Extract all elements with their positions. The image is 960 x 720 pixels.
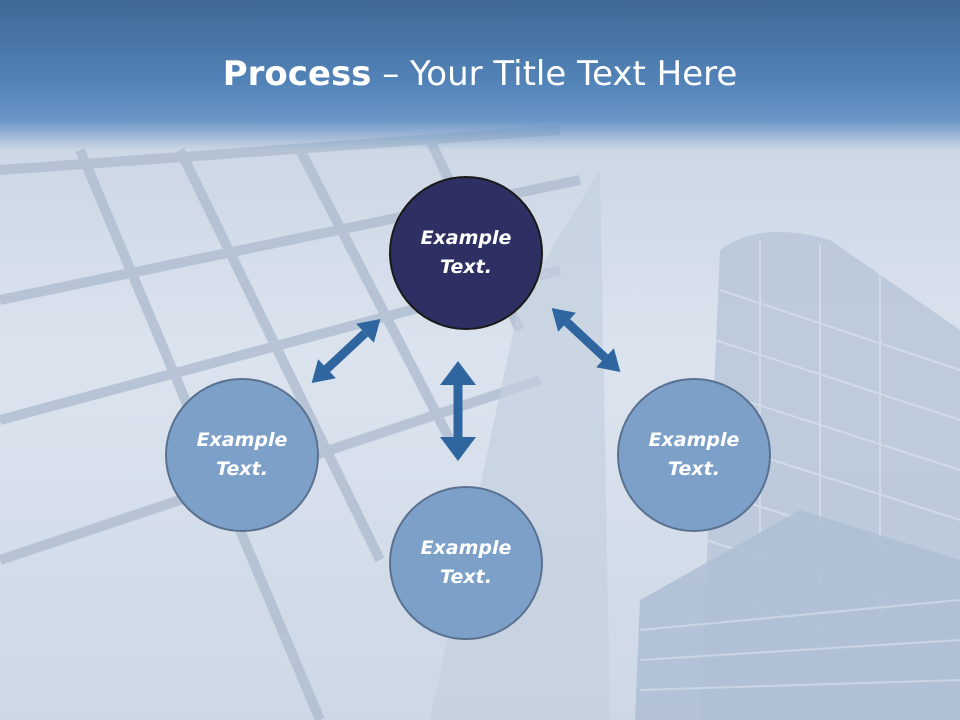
- double-arrow-vertical-icon: [440, 361, 476, 461]
- node-top-label: Example Text.: [420, 227, 512, 278]
- title-bar: [0, 0, 960, 150]
- process-node-right[interactable]: Example Text.: [617, 378, 771, 532]
- double-arrow-left-icon: [311, 318, 381, 384]
- node-left-label: Example Text.: [196, 429, 288, 480]
- process-node-top[interactable]: Example Text.: [389, 176, 543, 330]
- node-bottom-label: Example Text.: [420, 537, 512, 588]
- title-rest: – Your Title Text Here: [371, 54, 738, 94]
- node-right-label: Example Text.: [648, 429, 740, 480]
- process-node-bottom[interactable]: Example Text.: [389, 486, 543, 640]
- slide-title: Process – Your Title Text Here: [0, 52, 960, 96]
- double-arrow-right-icon: [551, 307, 621, 373]
- title-bold: Process: [222, 54, 372, 94]
- process-node-left[interactable]: Example Text.: [165, 378, 319, 532]
